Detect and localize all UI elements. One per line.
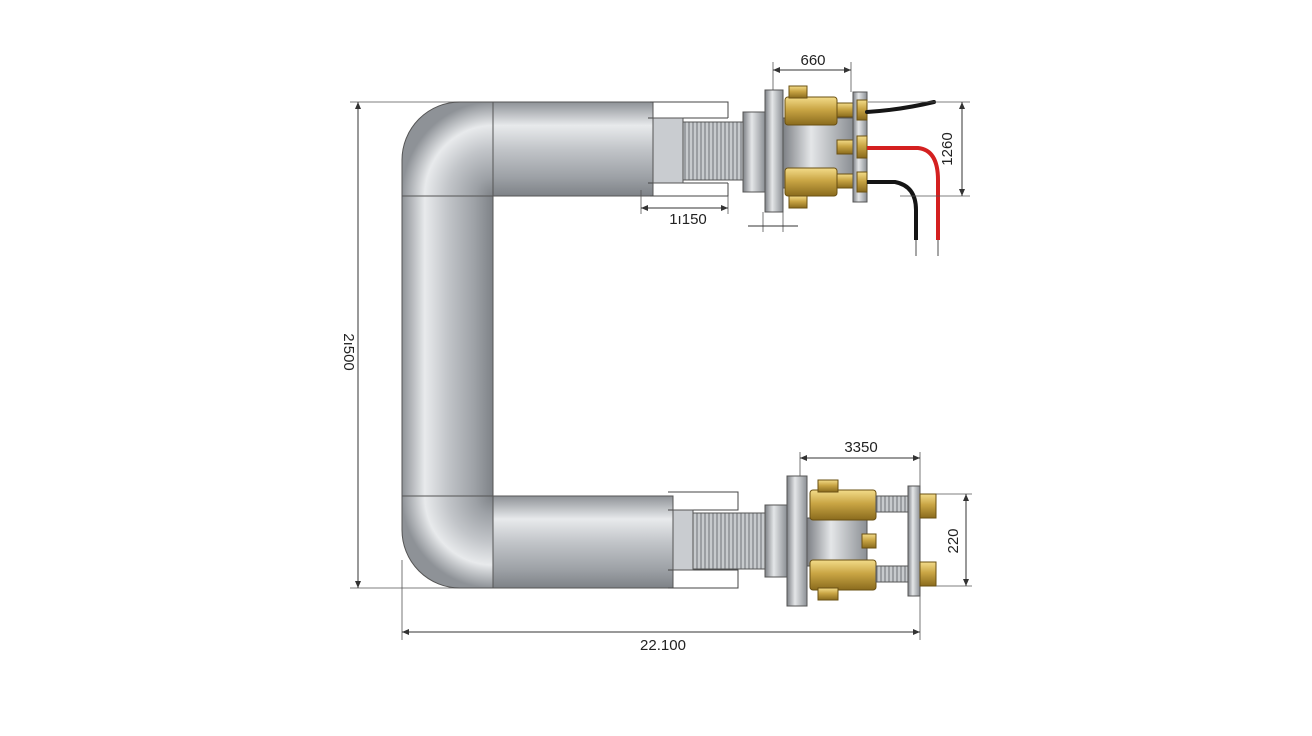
top-brass-block-lower	[784, 167, 838, 197]
tube-elbow-top	[401, 101, 494, 197]
bottom-sleeve	[668, 491, 739, 589]
bottom-hex-body	[764, 504, 788, 578]
top-fitting	[648, 85, 940, 256]
top-hex-body	[742, 111, 766, 193]
dim-overall-width: 22.100	[640, 637, 686, 654]
bottom-brass-block-lower	[809, 559, 877, 591]
top-thread	[682, 121, 744, 181]
top-sleeve-body	[652, 117, 684, 184]
bottom-brass-cap-upper	[817, 479, 839, 493]
top-brass-cap-upper	[788, 85, 808, 99]
tube-bottom-leg	[492, 495, 674, 589]
dim-top-thread-length: 1ı150	[669, 211, 707, 228]
tube-top-leg	[492, 101, 654, 197]
dim-overall-height: 2ı500	[340, 333, 357, 371]
top-stud-1	[836, 102, 854, 118]
wire-black-upper	[865, 100, 936, 114]
dimension-lines	[350, 62, 972, 640]
heating-tube	[401, 101, 674, 589]
top-nut-3	[856, 171, 868, 193]
bottom-flange	[786, 475, 808, 607]
top-flange	[764, 89, 784, 213]
bottom-brass-block-upper	[809, 489, 877, 521]
top-stud-2	[836, 139, 854, 155]
dim-bottom-terminal-height: 220	[945, 528, 962, 553]
bottom-stud-upper	[875, 495, 911, 513]
top-stud-3	[836, 173, 854, 189]
dim-top-flange-width: 660	[800, 52, 825, 69]
bottom-fitting	[668, 475, 937, 607]
tube-elbow-bottom	[401, 495, 494, 589]
wire-red	[867, 146, 940, 240]
bottom-sleeve-body	[672, 509, 694, 571]
bottom-terminal-plate	[907, 485, 921, 597]
bottom-nut-upper	[919, 493, 937, 519]
bottom-brass-cap-lower	[817, 587, 839, 601]
top-brass-block-upper	[784, 96, 838, 126]
bottom-thread	[692, 512, 766, 570]
bottom-nut-lower	[919, 561, 937, 587]
top-sleeve	[648, 101, 729, 197]
top-nut-2	[856, 135, 868, 159]
wire-black-lower	[867, 180, 918, 240]
dim-bottom-assembly-width: 3350	[844, 439, 877, 456]
top-nut-1	[856, 99, 868, 121]
tube-vertical-leg	[401, 195, 494, 497]
dim-top-terminal-height: 1260	[939, 132, 956, 165]
bottom-stud-middle	[861, 533, 877, 549]
bottom-inner-body	[806, 517, 868, 567]
top-brass-cap-lower	[788, 195, 808, 209]
bottom-stud-lower	[875, 565, 911, 583]
